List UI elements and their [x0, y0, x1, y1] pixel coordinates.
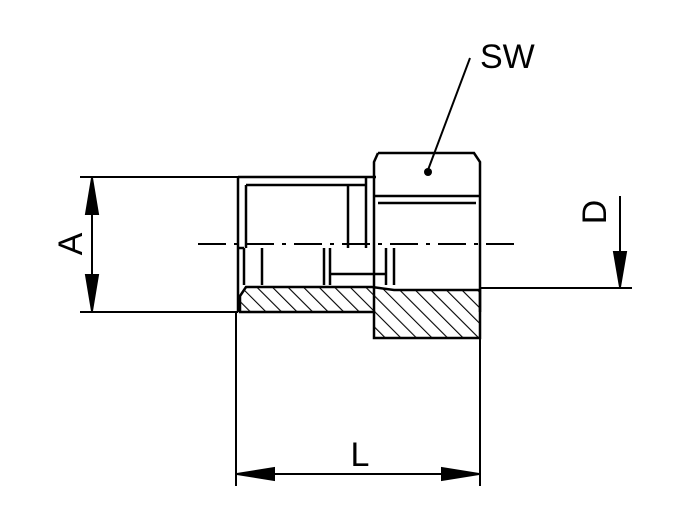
label-sw: SW	[480, 38, 535, 76]
hex-body	[372, 151, 482, 312]
label-a: A	[52, 232, 90, 255]
dimension-d	[480, 196, 632, 289]
label-d: D	[576, 200, 614, 225]
inner-bore	[238, 246, 396, 285]
dimension-l	[235, 312, 481, 486]
male-thread-section	[236, 175, 376, 312]
dimension-a	[80, 176, 238, 313]
hatched-section	[238, 285, 482, 340]
sw-leader	[424, 57, 471, 176]
label-l: L	[351, 436, 370, 474]
